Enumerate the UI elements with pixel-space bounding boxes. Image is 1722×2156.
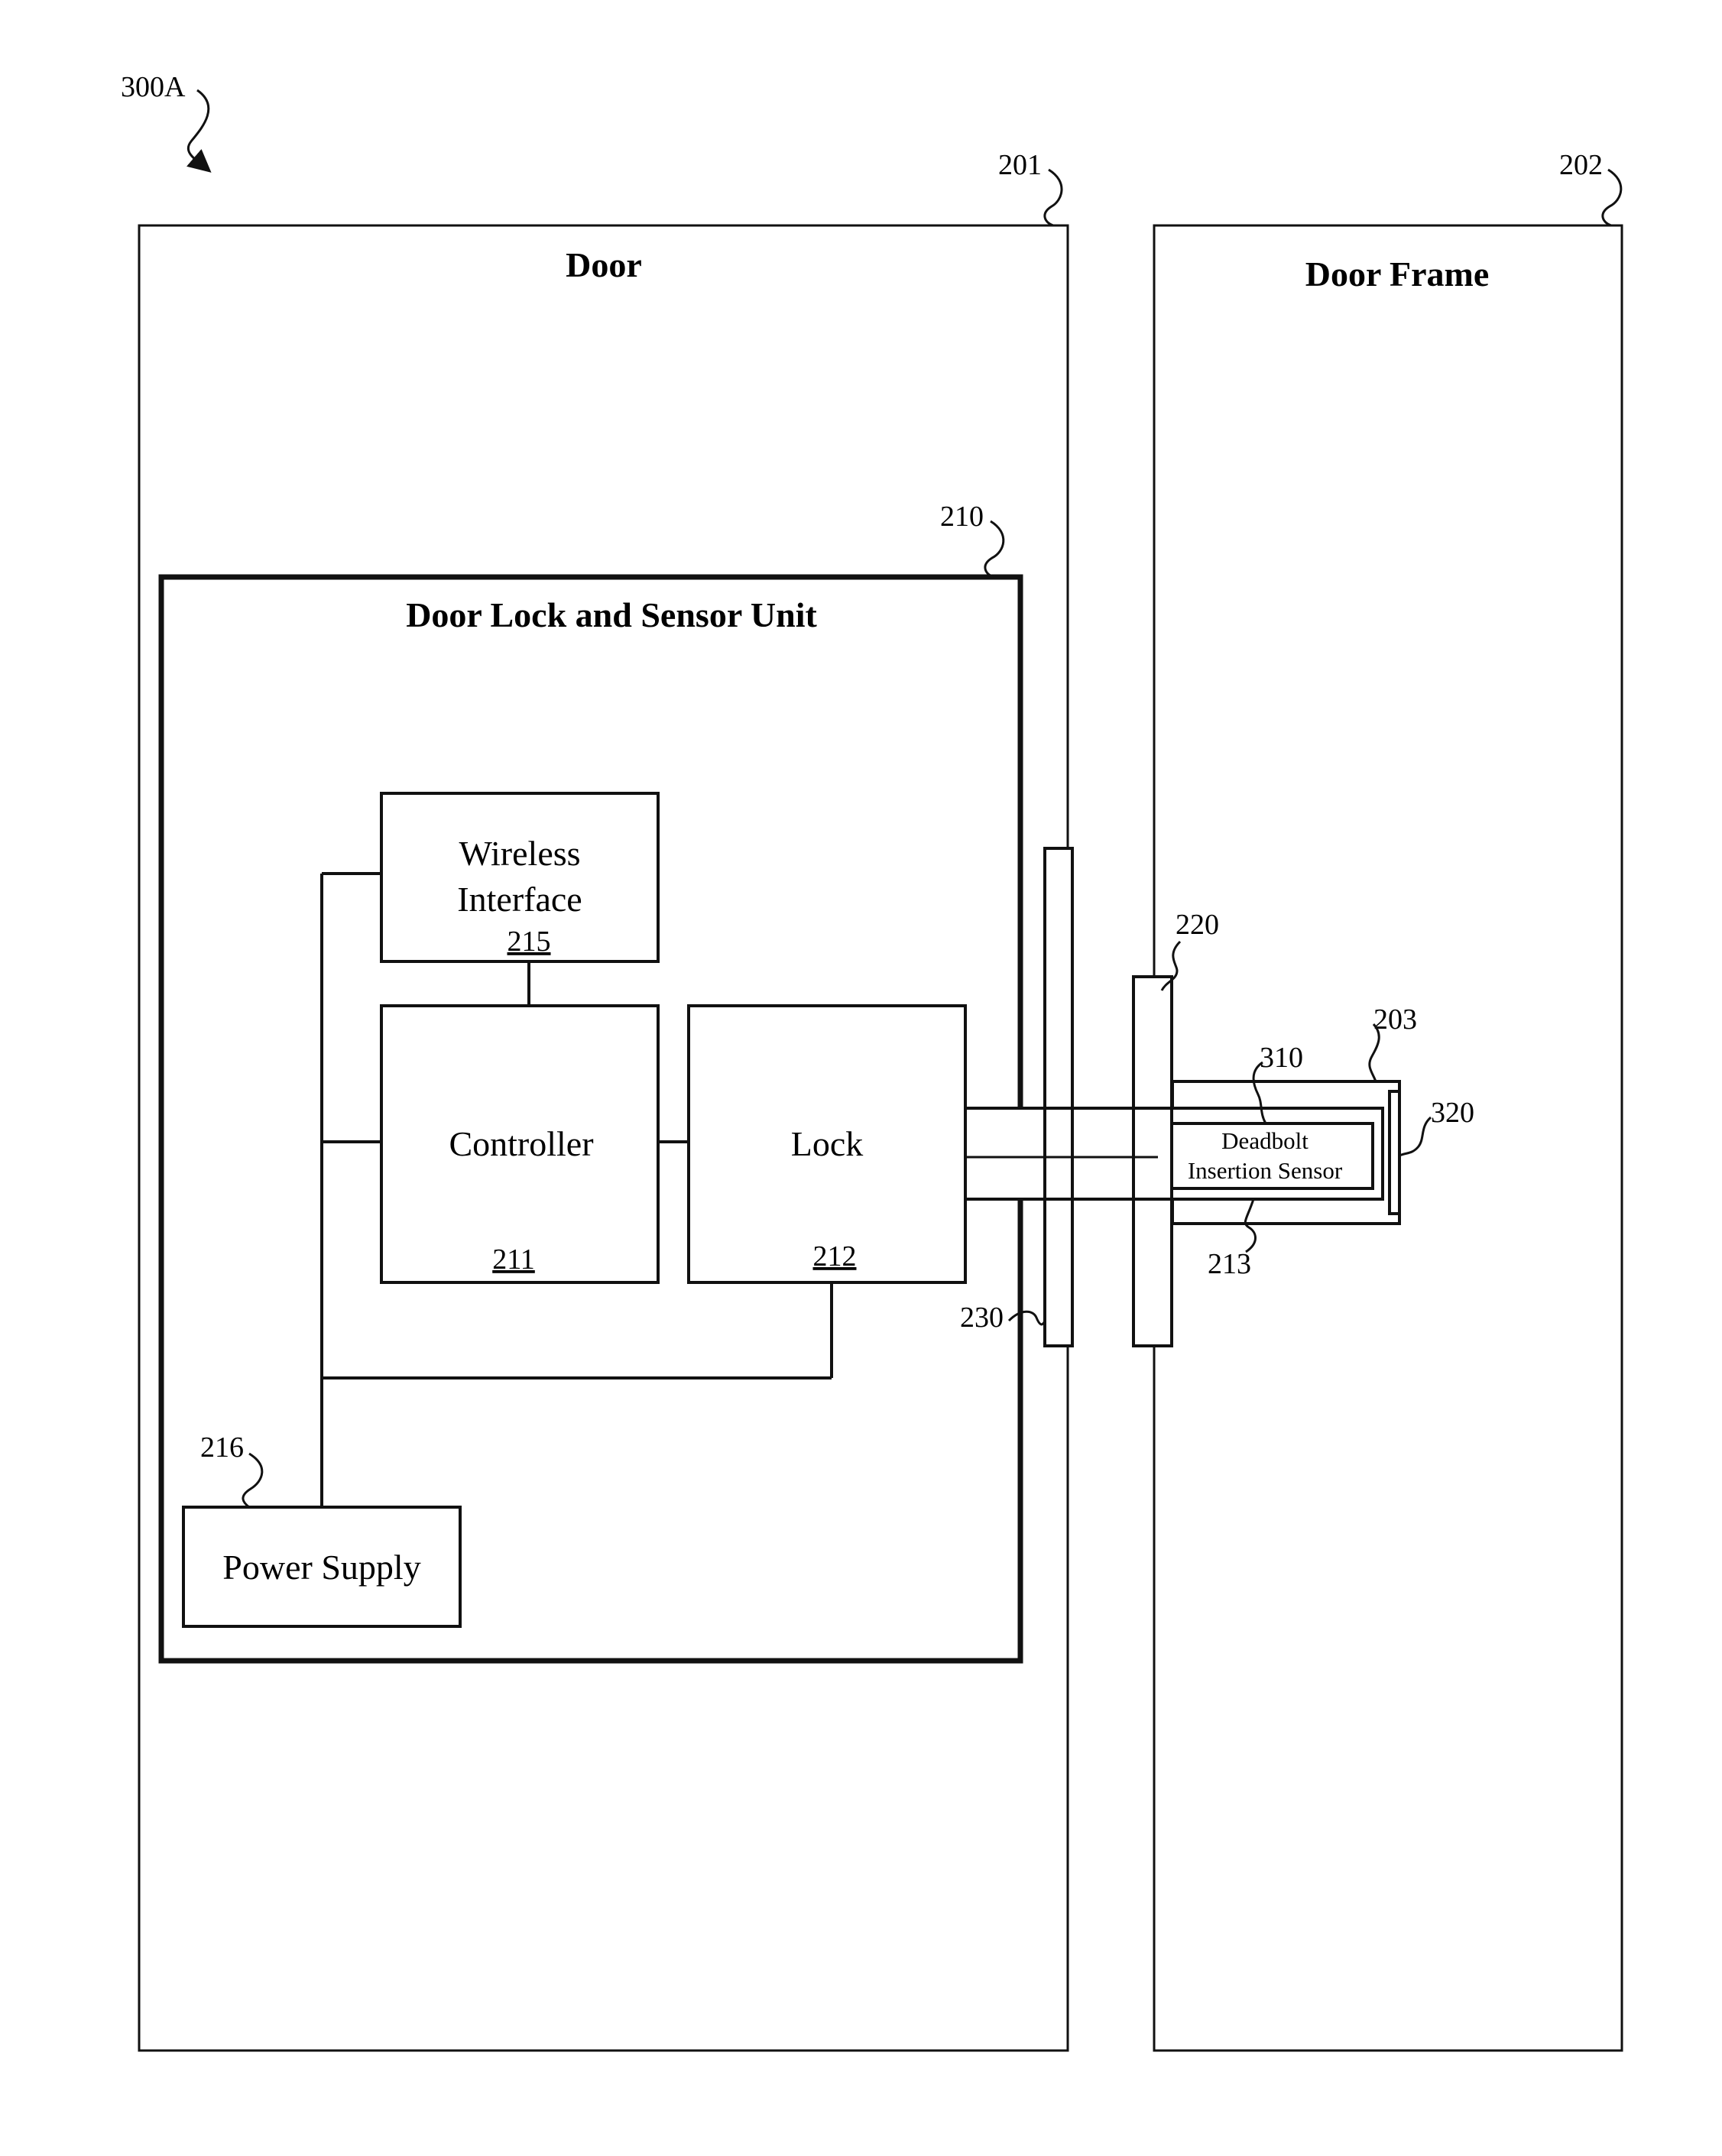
door-frame-title: Door Frame [1305,255,1490,293]
unit-title: Door Lock and Sensor Unit [406,595,817,634]
unit-box [161,577,1020,1661]
controller-ref: 211 [492,1243,535,1276]
door-title: Door [566,245,642,284]
ref-230-leader [1009,1311,1045,1324]
door-ref: 201 [998,149,1042,181]
lock-ref: 212 [813,1240,857,1273]
power-supply-ref: 216 [200,1431,244,1464]
wireless-interface-label-1: Wireless [459,834,580,873]
sensor-cover [1390,1091,1399,1214]
ref-320-leader [1399,1117,1431,1156]
wireless-interface-label-2: Interface [457,880,582,919]
figure-label: 300A [121,71,186,103]
unit-ref: 210 [940,501,984,533]
strike-plate-frame [1133,977,1172,1346]
door-ref-leader [1045,170,1062,225]
door-frame-ref-leader [1603,170,1621,225]
controller-label: Controller [449,1124,593,1163]
ref-320: 320 [1431,1097,1474,1129]
ref-220: 220 [1176,909,1219,941]
door-frame-ref: 202 [1559,149,1603,181]
ref-203: 203 [1373,1003,1417,1036]
wireless-interface-ref: 215 [508,926,551,958]
power-supply-label: Power Supply [222,1548,420,1587]
sensor-label-1: Deadbolt [1221,1127,1309,1154]
ref-213: 213 [1208,1248,1251,1280]
lock-label: Lock [791,1124,864,1163]
ref-230: 230 [960,1302,1004,1334]
sensor-label-2: Insertion Sensor [1188,1157,1343,1184]
door-box [139,225,1068,2051]
ref-213-leader [1245,1199,1255,1252]
figure-label-arrow [188,90,208,170]
unit-ref-leader [985,521,1004,577]
strike-plate-door [1045,848,1072,1346]
ref-310: 310 [1260,1042,1303,1074]
power-supply-ref-leader [243,1454,262,1507]
